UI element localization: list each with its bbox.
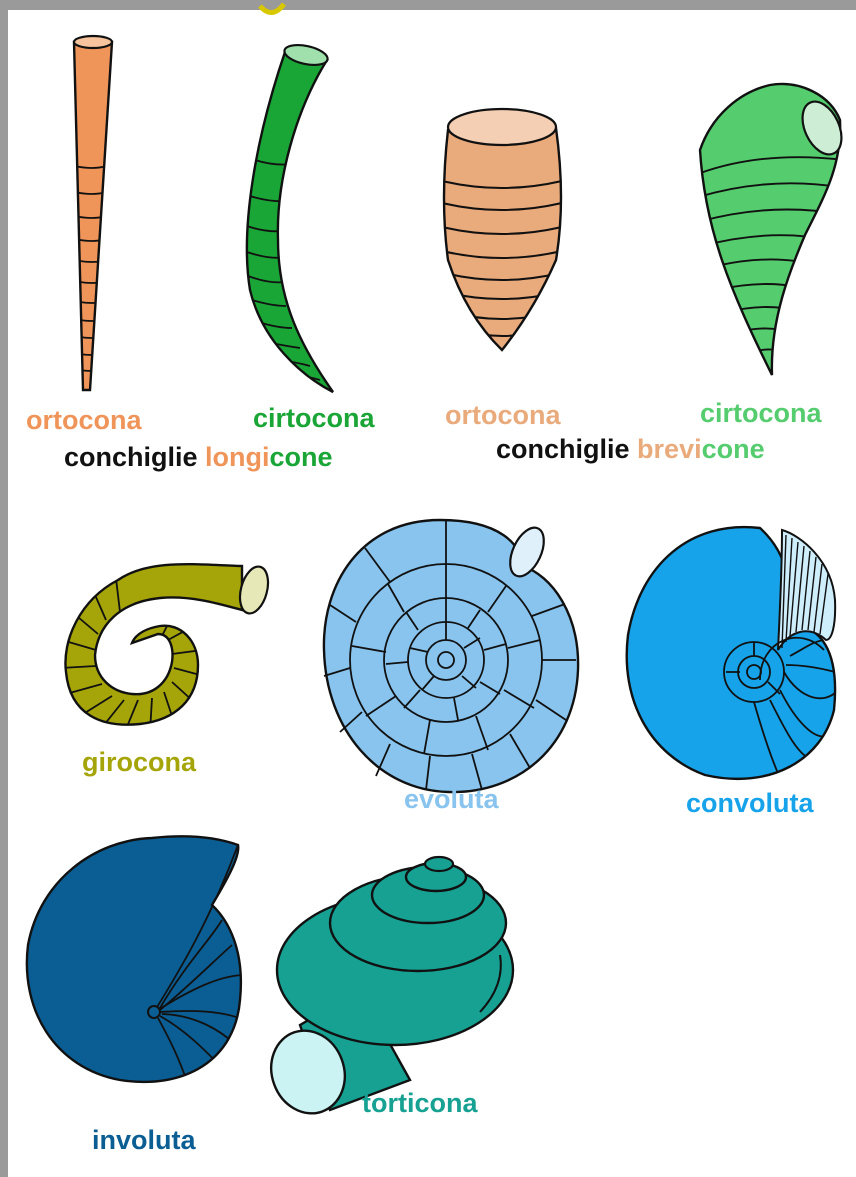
involuta-shell [27, 836, 245, 1085]
label-ortocona-brevicone: ortocona [445, 400, 561, 430]
label-girocona: girocona [82, 747, 196, 777]
girocona-shell [60, 563, 273, 734]
convoluta-shell [627, 527, 838, 779]
label-cirtocona-longicone: cirtocona [253, 403, 375, 433]
caption-longicone-word-conchiglie: conchiglie [64, 442, 198, 472]
ortocona-brevicone-shell [438, 109, 566, 350]
caption-brevicone-prefix: brevi [637, 434, 702, 464]
label-evoluta: evoluta [404, 784, 499, 814]
label-involuta: involuta [92, 1125, 196, 1155]
cirtocona-longicone-shell [247, 42, 333, 392]
caption-longicone-prefix: longi [205, 442, 269, 472]
ortocona-longicone-shell [70, 36, 112, 390]
caption-brevicone: conchiglie brevicone [496, 434, 765, 464]
torticona-shell [260, 857, 513, 1124]
label-cirtocona-brevicone: cirtocona [700, 398, 822, 428]
label-ortocona-longicone: ortocona [26, 405, 142, 435]
caption-brevicone-word-conchiglie: conchiglie [496, 434, 630, 464]
caption-longicone: conchiglie longicone [64, 442, 333, 472]
caption-longicone-suffix: cone [270, 442, 333, 472]
caption-brevicone-suffix: cone [702, 434, 765, 464]
label-convoluta: convoluta [686, 788, 814, 818]
label-torticona: torticona [362, 1088, 478, 1118]
evoluta-shell [324, 520, 578, 792]
cirtocona-brevicone-shell [695, 84, 849, 375]
